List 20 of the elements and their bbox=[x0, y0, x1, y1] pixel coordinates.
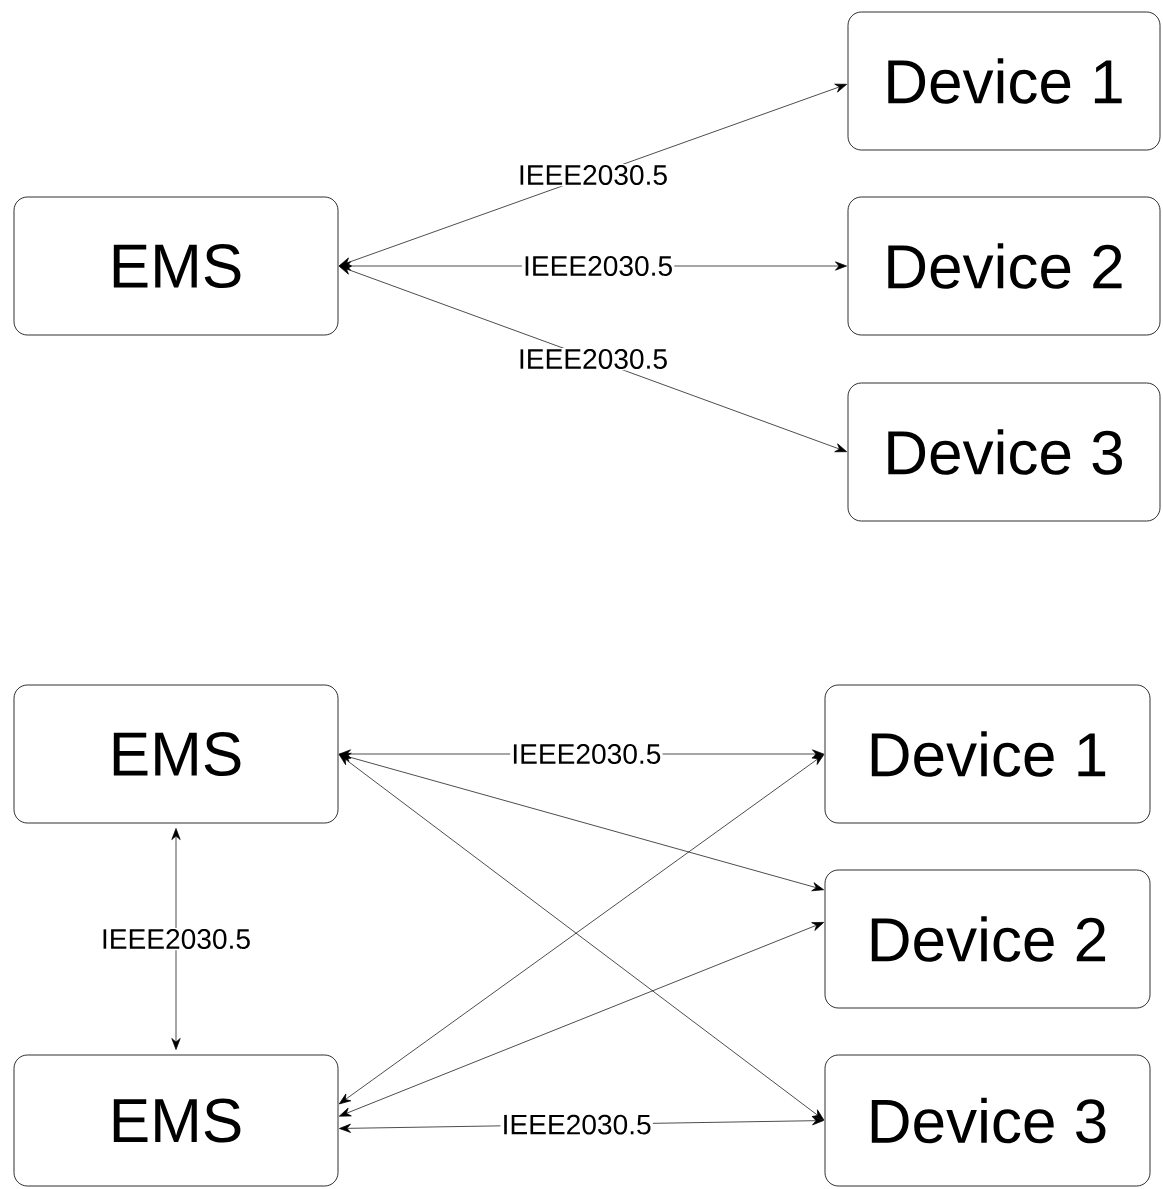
process-box: Device 1 bbox=[847, 11, 1161, 151]
process-box: EMS bbox=[13, 684, 339, 824]
process-box: Device 3 bbox=[824, 1054, 1151, 1187]
arrow bbox=[339, 265, 847, 453]
process-box: Device 2 bbox=[847, 196, 1161, 336]
arrow bbox=[171, 828, 181, 1050]
edge-label: IEEE2030.5 bbox=[500, 1113, 653, 1136]
edge-label: IEEE2030.5 bbox=[99, 927, 253, 951]
arrow bbox=[339, 922, 824, 1117]
arrow bbox=[339, 752, 824, 892]
process-box: Device 3 bbox=[847, 382, 1161, 522]
process-box: Device 2 bbox=[824, 869, 1151, 1009]
edge-label: IEEE2030.5 bbox=[510, 742, 663, 766]
process-box: Device 1 bbox=[824, 684, 1151, 824]
edge-label: IEEE2030.5 bbox=[516, 347, 670, 371]
arrow bbox=[339, 83, 847, 267]
process-box: EMS bbox=[13, 1054, 339, 1187]
process-box: EMS bbox=[13, 196, 339, 336]
edge-label: IEEE2030.5 bbox=[521, 254, 675, 278]
edge-label: IEEE2030.5 bbox=[516, 163, 670, 187]
